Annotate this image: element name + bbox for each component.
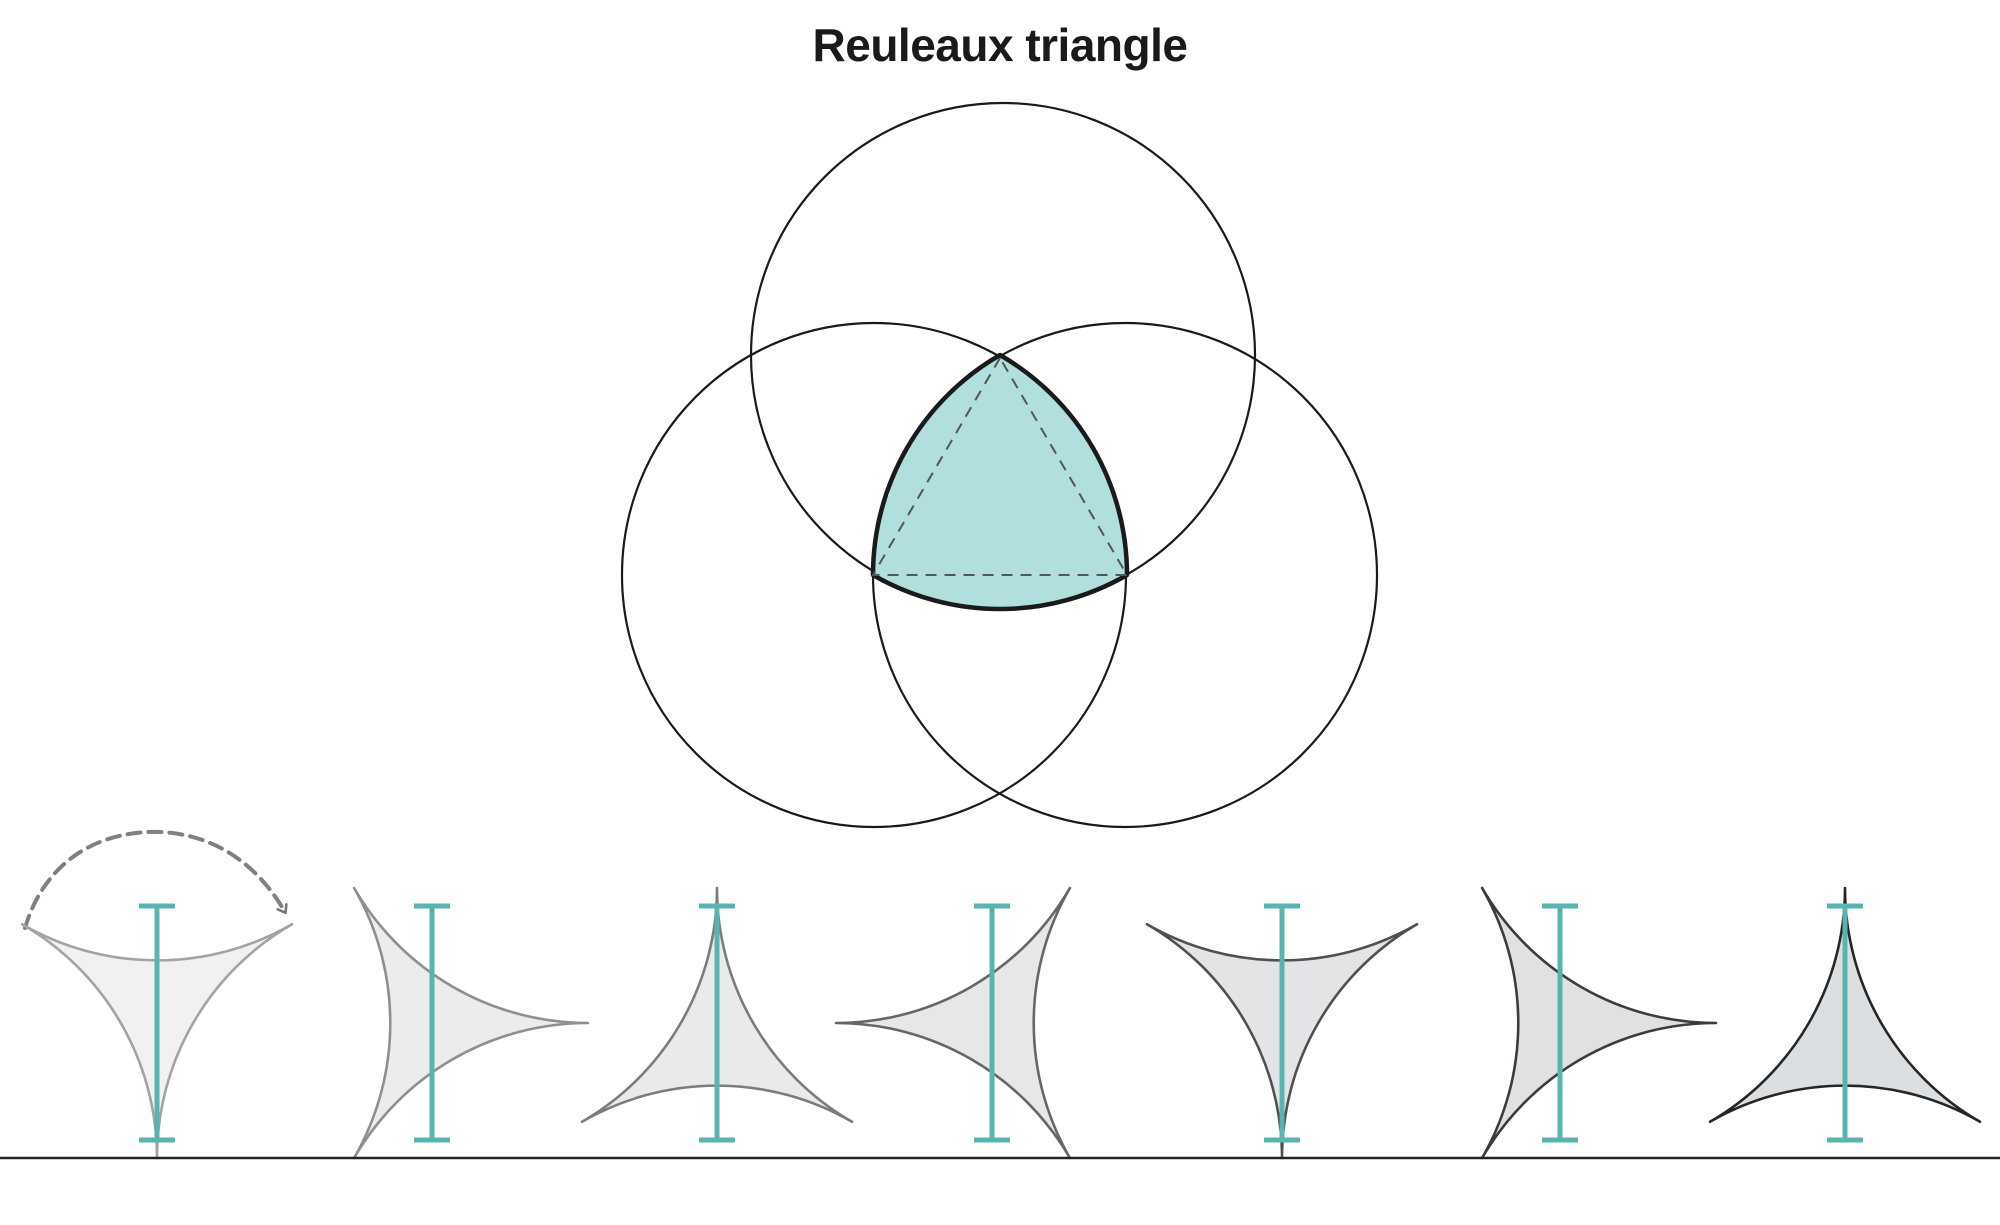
rolling-reuleaux-shape [1480,886,1718,1160]
curved-dashed-arrow-icon [23,829,285,930]
reuleaux-triangle-highlight [870,352,1130,612]
constant-width-marker [1264,903,1300,1143]
constant-width-marker [1827,903,1863,1143]
constant-width-marker [1542,903,1578,1143]
constant-width-marker [414,903,450,1143]
constant-width-marker [139,903,175,1143]
rolling-reuleaux-shape [834,886,1072,1160]
rolling-reuleaux-shape [352,886,590,1160]
rolling-sequence [20,886,1982,1160]
constant-width-marker [699,903,735,1143]
diagram-title: Reuleaux triangle [812,19,1188,71]
inner-equilateral-triangle [871,356,1129,576]
constant-width-marker [974,903,1010,1143]
